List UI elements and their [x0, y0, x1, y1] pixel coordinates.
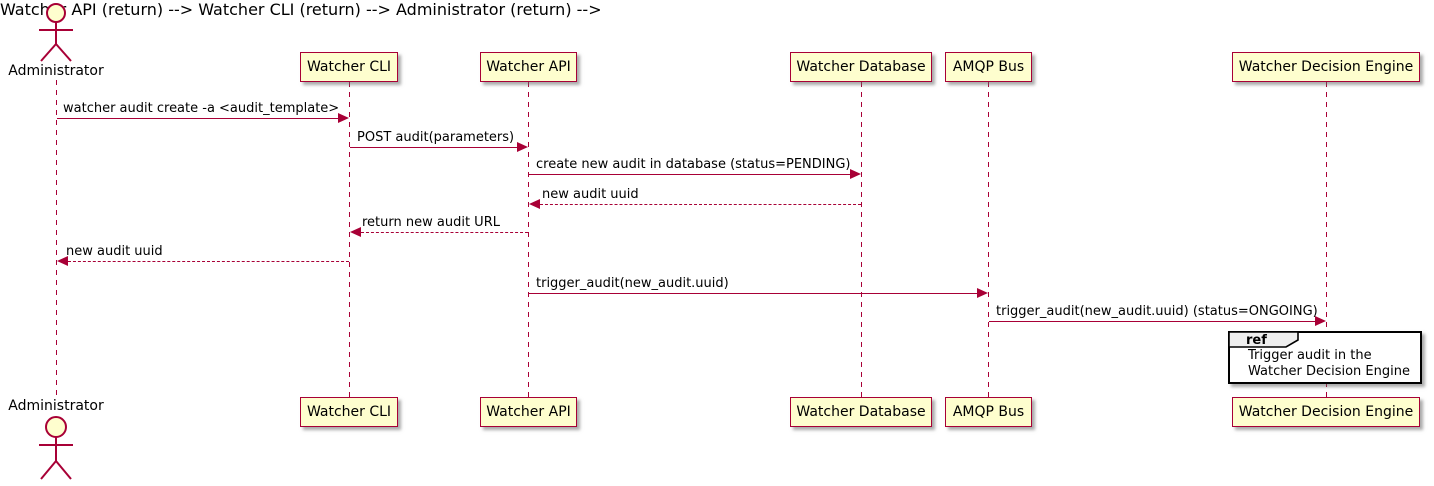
- ref-text-line1: Trigger audit in the: [1248, 348, 1372, 363]
- arrowhead-right-icon: [338, 113, 349, 123]
- ref-text-line2: Watcher Decision Engine: [1248, 364, 1410, 379]
- participant-top-watcher-decision-engine: Watcher Decision Engine: [1232, 52, 1420, 82]
- message-line: [529, 293, 977, 294]
- message-line: [57, 118, 338, 119]
- participant-top-watcher-cli: Watcher CLI: [300, 52, 398, 82]
- participant-bottom-watcher-database: Watcher Database: [790, 397, 932, 427]
- arrowhead-right-icon: [977, 288, 988, 298]
- message-label: trigger_audit(new_audit.uuid): [536, 276, 729, 291]
- actor-icon: [39, 3, 73, 62]
- message-line: [540, 204, 861, 205]
- message-label: new audit uuid: [542, 187, 639, 202]
- actor-label-top: Administrator: [8, 63, 104, 79]
- lifeline-administrator: [56, 80, 57, 396]
- lifeline-amqp-bus: [988, 82, 989, 397]
- actor-icon: [39, 416, 73, 480]
- participant-bottom-amqp-bus: AMQP Bus: [945, 397, 1032, 427]
- message-label: watcher audit create -a <audit_template>: [63, 101, 340, 116]
- participant-top-watcher-database: Watcher Database: [790, 52, 932, 82]
- message-label: return new audit URL: [362, 215, 500, 230]
- lifeline-watcher-cli: [349, 82, 350, 397]
- message-line: [529, 174, 850, 175]
- message-label: POST audit(parameters): [357, 130, 515, 145]
- message-line: [68, 261, 349, 262]
- participant-bottom-watcher-decision-engine: Watcher Decision Engine: [1232, 397, 1420, 427]
- ref-fragment: ref Trigger audit in the Watcher Decisio…: [1228, 331, 1422, 384]
- actor-label-bottom: Administrator: [8, 398, 104, 414]
- lifeline-watcher-database: [861, 82, 862, 397]
- participant-bottom-watcher-cli: Watcher CLI: [300, 397, 398, 427]
- message-label: new audit uuid: [66, 244, 163, 259]
- message-line: [989, 321, 1315, 322]
- ref-keyword: ref: [1246, 333, 1267, 348]
- message-label: create new audit in database (status=PEN…: [536, 157, 851, 172]
- arrowhead-right-icon: [517, 142, 528, 152]
- participant-top-watcher-api: Watcher API: [480, 52, 577, 82]
- message-line: [361, 232, 528, 233]
- message-label: trigger_audit(new_audit.uuid) (status=ON…: [996, 304, 1318, 319]
- ref-text: Trigger audit in the Watcher Decision En…: [1248, 348, 1410, 380]
- arrowhead-right-icon: [1315, 316, 1326, 326]
- lifeline-watcher-decision-engine: [1326, 82, 1327, 397]
- ref-tab-icon: [1228, 331, 1299, 348]
- arrowhead-left-icon: [350, 227, 361, 237]
- participant-bottom-watcher-api: Watcher API: [480, 397, 577, 427]
- arrowhead-left-icon: [529, 199, 540, 209]
- arrowhead-right-icon: [850, 169, 861, 179]
- participant-top-amqp-bus: AMQP Bus: [945, 52, 1032, 82]
- message-line: [350, 147, 517, 148]
- lifeline-watcher-api: [528, 82, 529, 397]
- arrowhead-left-icon: [57, 256, 68, 266]
